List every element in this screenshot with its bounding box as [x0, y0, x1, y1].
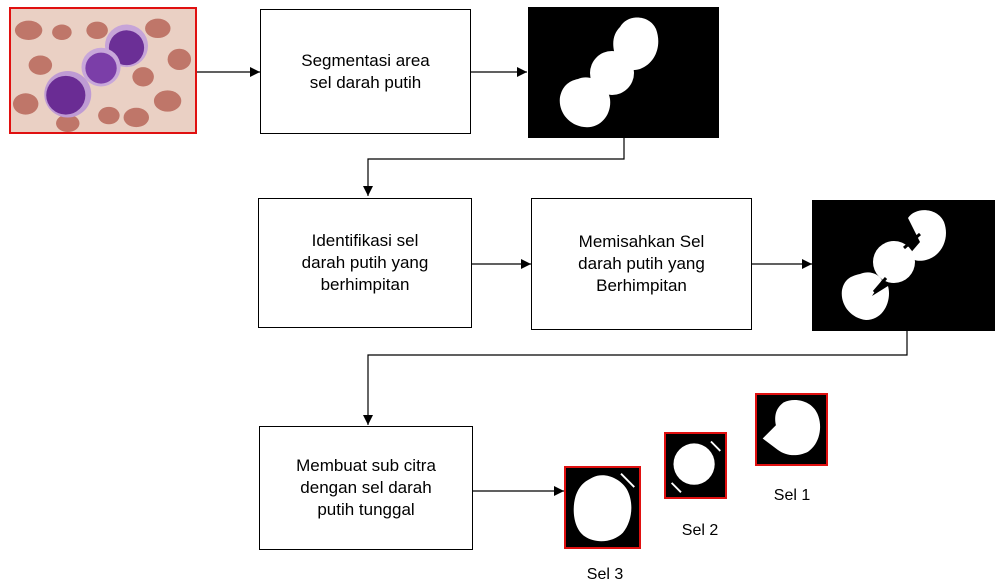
cell-3-caption: Sel 3	[586, 566, 624, 583]
cell-2-subimage	[664, 432, 727, 499]
step-identification-box: Identifikasi sel darah putih yang berhim…	[258, 198, 472, 328]
cell-2-caption: Sel 2	[681, 522, 719, 539]
step-segmentation-box: Segmentasi area sel darah putih	[260, 9, 471, 134]
step-segmentation-label: Segmentasi area sel darah putih	[301, 50, 430, 92]
cell-1-caption: Sel 1	[773, 487, 811, 504]
step-identification-label: Identifikasi sel darah putih yang berhim…	[301, 231, 429, 294]
separated-mask-image	[812, 200, 995, 331]
input-blood-smear-image	[9, 7, 197, 134]
arrow-mask-to-identification	[363, 138, 625, 196]
step-subimage-label: Membuat sub citra dengan sel darah putih…	[296, 456, 436, 519]
step-separation-label: Memisahkan Sel darah putih yang Berhimpi…	[578, 232, 705, 295]
segmented-mask-image	[528, 7, 719, 138]
cell-3-subimage	[564, 466, 641, 549]
cell-1-subimage	[755, 393, 828, 466]
step-subimage-box: Membuat sub citra dengan sel darah putih…	[259, 426, 473, 550]
step-separation-box: Memisahkan Sel darah putih yang Berhimpi…	[531, 198, 752, 330]
arrow-separated-mask-to-subimage	[363, 331, 908, 425]
